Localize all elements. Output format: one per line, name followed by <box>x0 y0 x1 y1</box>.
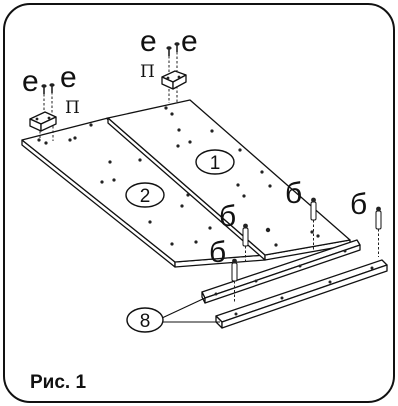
screw-icon <box>41 84 47 94</box>
rail-lower <box>215 259 388 329</box>
panel-2-callout <box>125 182 165 208</box>
rail-upper <box>201 239 361 304</box>
bracket-label-left: П <box>65 98 80 118</box>
screw-label-right-a: е <box>140 25 157 58</box>
dowel-icon <box>231 258 238 303</box>
panel-2-label: 2 <box>140 186 151 207</box>
bracket-right <box>161 52 187 103</box>
panel-1-holes <box>164 106 320 247</box>
screw-icon <box>49 83 55 93</box>
panel-1-label: 1 <box>210 153 221 174</box>
screw-label-left-b: е <box>60 61 77 94</box>
dowel-icon <box>375 206 382 257</box>
dowel-label-4: б <box>350 188 367 221</box>
figure-caption: Рис. 1 <box>30 372 86 393</box>
dowel-icon <box>242 223 249 262</box>
dowel-label-1: б <box>219 200 236 233</box>
screw-icon <box>166 46 172 56</box>
dowel-label-3: б <box>285 177 302 210</box>
dowel-label-2: б <box>209 236 226 269</box>
dowel-icon <box>310 197 317 250</box>
rails-callout <box>126 307 164 333</box>
panel-1-callout <box>195 149 235 175</box>
screw-label-right-b: е <box>181 25 198 58</box>
bracket-left <box>29 92 57 141</box>
panel-1 <box>107 99 351 261</box>
rails-leader-upper <box>161 297 206 319</box>
screw-icon <box>174 42 180 52</box>
bracket-label-right: П <box>140 62 155 82</box>
panel-2-holes <box>37 123 212 246</box>
screw-label-left-a: е <box>22 65 39 98</box>
rails-label: 8 <box>140 311 151 332</box>
